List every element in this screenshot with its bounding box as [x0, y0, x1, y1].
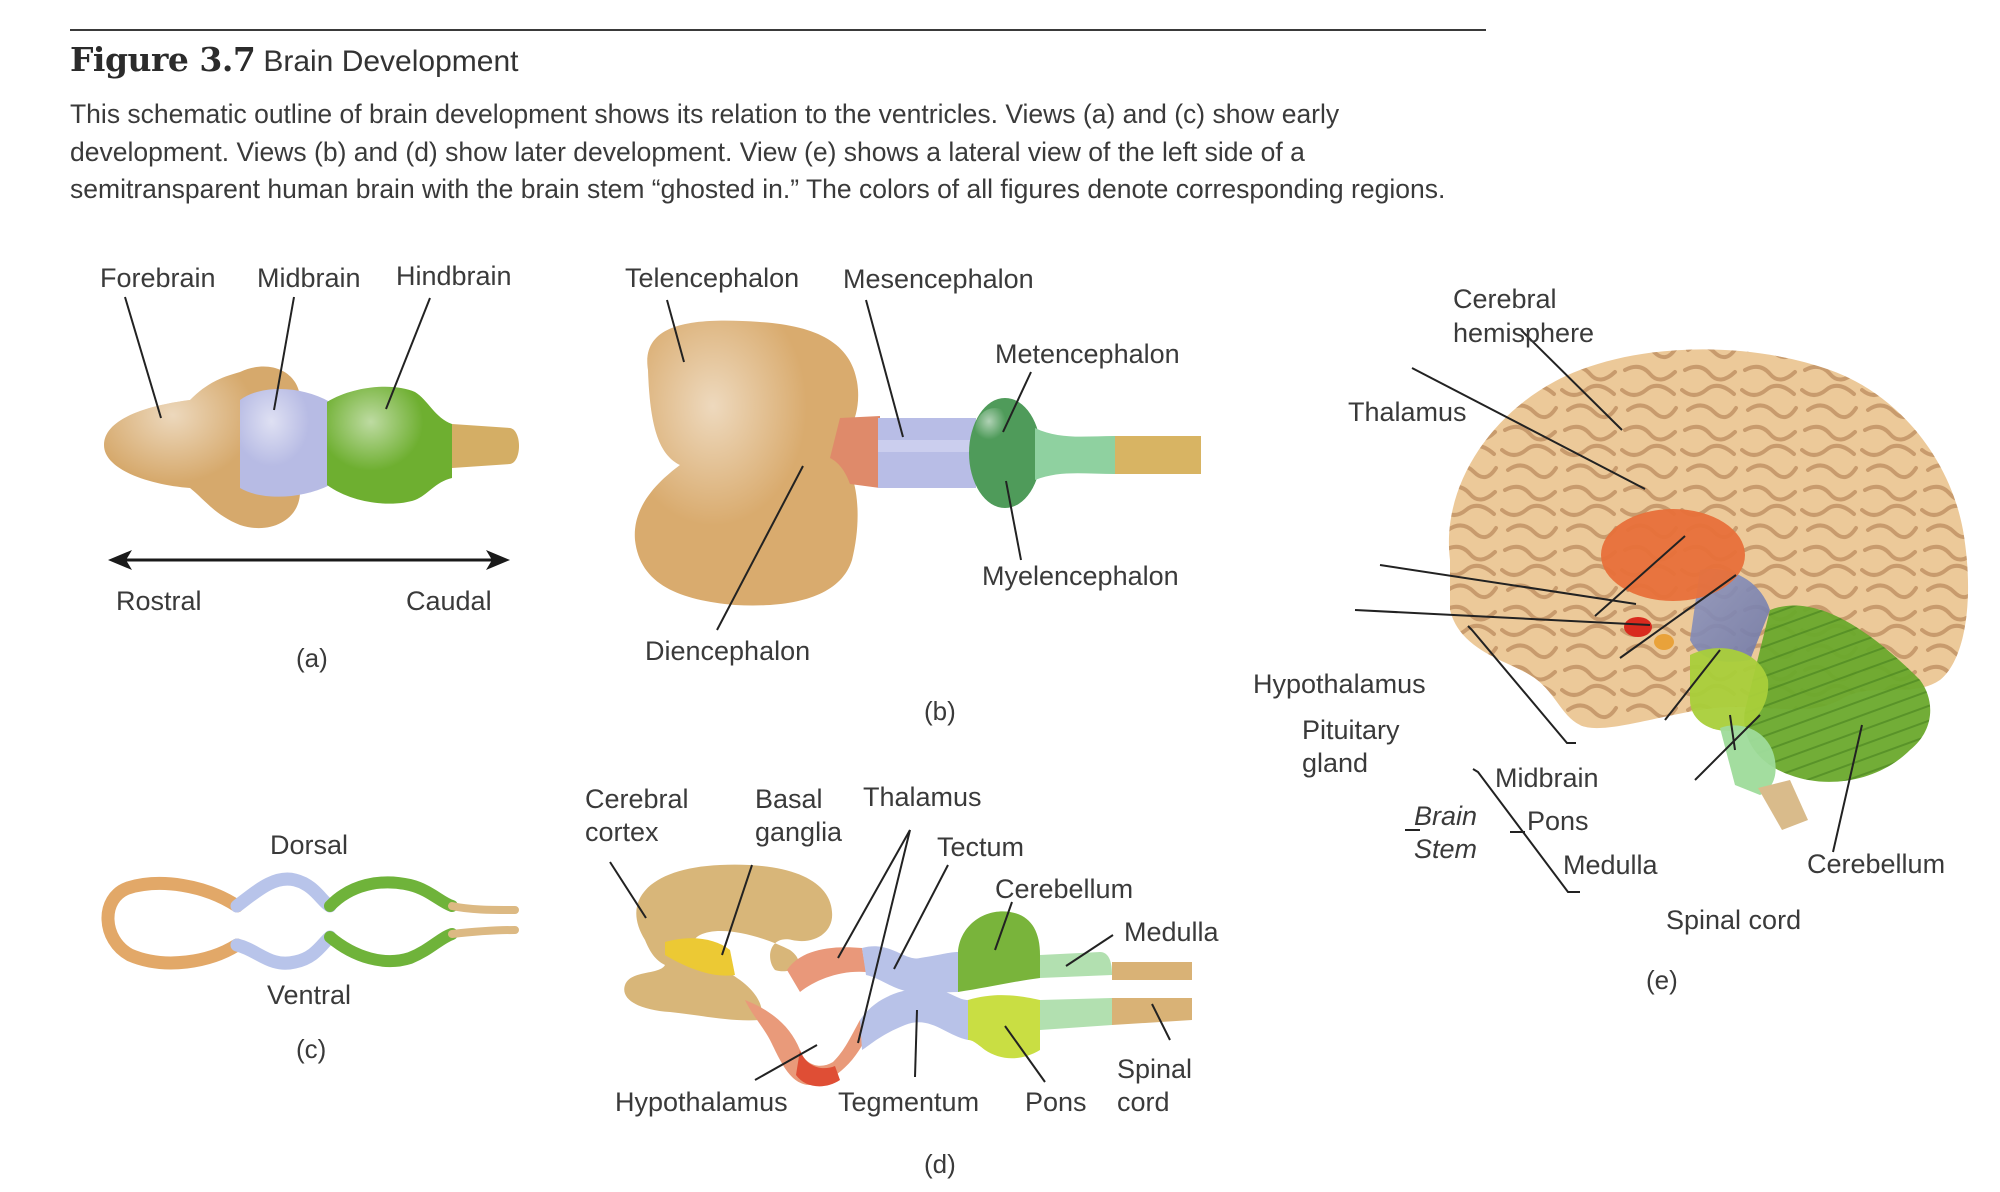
label-forebrain: Forebrain	[100, 263, 216, 293]
label-thalamus: Thalamus	[863, 782, 982, 812]
pons-shape	[968, 995, 1040, 1059]
midbrain-tube-ventral	[230, 930, 337, 970]
label-dorsal: Dorsal	[270, 830, 349, 860]
label-basal-ganglia-line1: Basal	[755, 784, 823, 814]
label-pons: Pons	[1025, 1087, 1087, 1117]
label-spinal-cord-line2: cord	[1117, 1087, 1170, 1117]
hypothalamus-shape	[1624, 617, 1652, 637]
medulla-ventral-shape	[1040, 998, 1112, 1030]
panel-letter-a: (a)	[296, 643, 328, 673]
spinal-cord-shape	[1758, 780, 1808, 830]
label-pituitary-line2: gland	[1302, 748, 1369, 778]
label-myelencephalon: Myelencephalon	[982, 561, 1179, 591]
panel-letter-c: (c)	[296, 1034, 327, 1064]
spinal-cord-shape	[1115, 436, 1201, 474]
label-cerebral-hemisphere-line1: Cerebral	[1453, 284, 1557, 314]
label-cerebral-cortex-line2: cortex	[585, 817, 659, 847]
label-medulla: Medulla	[1563, 850, 1658, 880]
label-caudal: Caudal	[406, 586, 492, 616]
midbrain-shape	[240, 388, 330, 497]
spinal-cord-dorsal-shape	[1112, 962, 1192, 980]
label-tegmentum: Tegmentum	[838, 1087, 980, 1117]
telencephalon-shape	[634, 320, 859, 606]
cerebral-cortex-shape	[624, 864, 833, 1021]
hindbrain-tube-dorsal	[324, 876, 458, 912]
label-medulla: Medulla	[1124, 917, 1219, 947]
label-spinal-cord: Spinal cord	[1666, 905, 1802, 935]
label-cerebral-hemisphere-line2: hemisphere	[1453, 318, 1595, 348]
label-rostral: Rostral	[116, 586, 202, 616]
spinal-tube-dorsal	[448, 902, 519, 914]
midbrain-tube-dorsal	[230, 872, 337, 913]
basal-ganglia-shape	[665, 938, 735, 976]
pons-shape	[1690, 648, 1769, 731]
pituitary-shape	[1654, 634, 1674, 650]
rostral-caudal-arrow	[108, 550, 510, 570]
label-spinal-cord-line1: Spinal	[1117, 1054, 1193, 1084]
label-thalamus: Thalamus	[1348, 397, 1467, 427]
myelencephalon-shape	[1035, 428, 1115, 480]
forebrain-tube	[101, 877, 244, 970]
label-hindbrain: Hindbrain	[396, 261, 512, 291]
label-cerebellum: Cerebellum	[1807, 849, 1946, 879]
metencephalon-shape	[969, 398, 1041, 508]
label-ventral: Ventral	[267, 980, 352, 1010]
thalamus-shape	[1601, 509, 1745, 601]
panel-e-drawing	[1354, 329, 1969, 893]
panel-letter-d: (d)	[924, 1149, 956, 1179]
medulla-dorsal-shape	[1040, 952, 1112, 978]
hindbrain-shape	[327, 386, 452, 504]
figure-title: Brain Development	[263, 45, 519, 78]
label-pons: Pons	[1527, 806, 1589, 836]
panel-d-drawing	[609, 829, 1192, 1087]
panel-a-drawing	[104, 296, 519, 570]
panel-b-drawing	[634, 299, 1201, 631]
spinal-cord-shape	[452, 424, 519, 468]
hypothalamus-shape	[796, 1050, 840, 1087]
label-midbrain: Midbrain	[257, 263, 361, 293]
cerebellum-shape	[958, 911, 1040, 992]
label-diencephalon: Diencephalon	[645, 636, 811, 666]
label-basal-ganglia-line2: ganglia	[755, 817, 843, 847]
spinal-tube-ventral	[448, 926, 519, 938]
tegmentum-shape	[860, 988, 968, 1050]
label-midbrain: Midbrain	[1495, 763, 1599, 793]
label-hypothalamus: Hypothalamus	[1253, 669, 1426, 699]
label-telencephalon: Telencephalon	[625, 263, 800, 293]
mesencephalon-shape	[878, 418, 976, 488]
hypothalamus-outer-shape	[745, 1000, 865, 1085]
top-rule	[70, 29, 1486, 31]
label-metencephalon: Metencephalon	[995, 339, 1180, 369]
panel-letter-e: (e)	[1646, 965, 1678, 995]
figure-number: Figure 3.7	[70, 40, 256, 79]
figure-caption: This schematic outline of brain developm…	[70, 99, 1446, 204]
label-mesencephalon: Mesencephalon	[843, 264, 1034, 294]
label-cerebellum: Cerebellum	[995, 874, 1134, 904]
label-cerebral-cortex-line1: Cerebral	[585, 784, 689, 814]
diencephalon-shape	[830, 416, 880, 488]
hindbrain-tube-ventral	[324, 928, 458, 967]
label-tectum: Tectum	[937, 832, 1025, 862]
tectum-shape	[862, 946, 958, 995]
label-hypothalamus: Hypothalamus	[615, 1087, 788, 1117]
panel-c-drawing	[101, 872, 519, 970]
label-brain-stem-line2: Stem	[1414, 834, 1478, 864]
label-pituitary-line1: Pituitary	[1302, 715, 1400, 745]
thalamus-dorsal-shape	[787, 947, 866, 992]
panel-letter-b: (b)	[924, 696, 956, 726]
spinal-cord-ventral-shape	[1112, 998, 1192, 1025]
label-brain-stem-line1: Brain	[1414, 801, 1478, 831]
